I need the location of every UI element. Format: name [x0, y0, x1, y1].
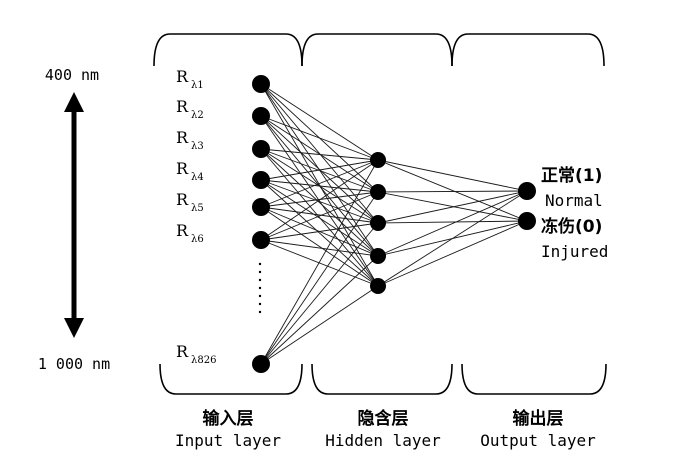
connection-edge [260, 159, 379, 208]
connection-edge [260, 115, 379, 287]
input-node [252, 140, 270, 158]
input-bracket-top [153, 33, 303, 67]
connection-edge [260, 191, 379, 241]
range-arrow-head-down [64, 318, 84, 338]
connection-edge [377, 159, 528, 222]
wavelength-range-arrow [64, 92, 84, 338]
hidden-bracket-bottom [311, 363, 453, 395]
output-node [518, 182, 536, 200]
connection-edge [260, 222, 379, 365]
hidden-layer-zh: 隐含层 [358, 408, 409, 429]
connection-edge [260, 179, 379, 257]
connection-edge [260, 83, 379, 161]
input-layer-en: Input layer [175, 431, 281, 450]
connection-edge [260, 206, 379, 224]
input-node [252, 171, 270, 189]
range-arrow-head-up [64, 92, 84, 112]
input-layer-zh: 输入层 [203, 408, 254, 429]
output-layer-en: Output layer [480, 431, 596, 450]
connection-edge [260, 239, 379, 257]
output-layer-zh: 输出层 [513, 408, 564, 429]
output-normal-zh: 正常(1) [541, 165, 602, 186]
connection-edge [260, 191, 379, 365]
output-bracket-bottom [461, 363, 607, 395]
connection-edge [377, 190, 528, 287]
connection-edge [260, 115, 379, 161]
network-edges [260, 83, 528, 365]
hidden-node [370, 152, 386, 168]
connection-edge [377, 190, 528, 224]
network-nodes [252, 75, 536, 373]
connection-edge [377, 159, 528, 192]
connection-edge [260, 83, 379, 287]
connection-edge [260, 159, 379, 365]
range-top-label: 400 nm [45, 66, 99, 84]
output-node [518, 212, 536, 230]
input-node [252, 355, 270, 373]
hidden-layer-en: Hidden layer [325, 431, 441, 450]
input-bracket-bottom [159, 363, 303, 395]
connection-edge [260, 115, 379, 193]
connection-edge [260, 179, 379, 224]
connection-edge [377, 190, 528, 193]
input-node [252, 198, 270, 216]
input-node [252, 107, 270, 125]
connection-edge [260, 159, 379, 181]
connection-edge [260, 159, 379, 241]
connection-edge [260, 115, 379, 224]
hidden-node [370, 184, 386, 200]
connection-edge [260, 255, 379, 365]
connection-edge [377, 220, 528, 287]
layer-captions: 输入层 Input layer 隐含层 Hidden layer 输出层 Out… [175, 408, 596, 450]
connection-edge [377, 190, 528, 257]
top-brackets [153, 33, 605, 67]
input-node [252, 75, 270, 93]
connection-edge [260, 239, 379, 287]
hidden-node [370, 278, 386, 294]
connection-edge [260, 179, 379, 287]
connection-edge [260, 148, 379, 257]
range-bottom-label: 1 000 nm [38, 355, 110, 373]
connection-edge [377, 220, 528, 224]
input-node [252, 231, 270, 249]
output-injured-en: Injured [541, 242, 608, 261]
hidden-node [370, 248, 386, 264]
connection-edge [260, 179, 379, 193]
connection-edge [260, 285, 379, 365]
connection-edge [377, 191, 528, 222]
connection-edge [260, 222, 379, 241]
bottom-brackets [159, 363, 607, 395]
output-normal-en: Normal [545, 191, 603, 210]
connection-edge [260, 148, 379, 193]
hidden-bracket-top [301, 33, 453, 67]
connection-edge [260, 148, 379, 161]
hidden-node [370, 215, 386, 231]
output-injured-zh: 冻伤(0) [541, 216, 602, 237]
connection-edge [260, 206, 379, 287]
output-bracket-top [451, 33, 605, 67]
input-ellipsis [258, 262, 262, 314]
output-labels: 正常(1) Normal 冻伤(0) Injured [541, 165, 608, 261]
